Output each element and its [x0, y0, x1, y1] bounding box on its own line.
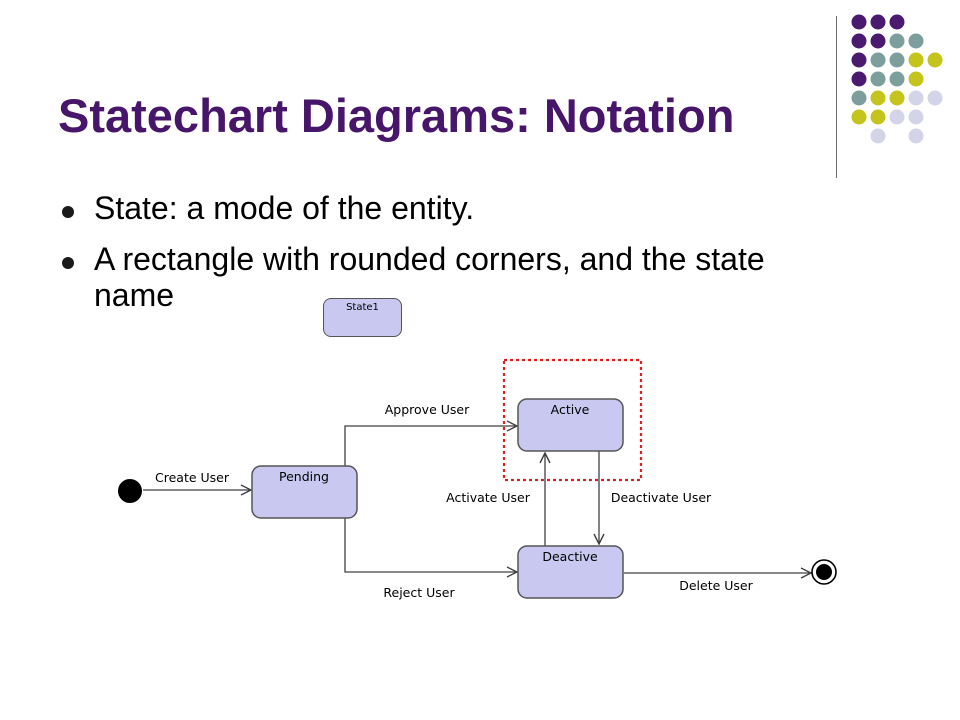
- decorative-dot-icon: [870, 52, 886, 68]
- transition-create-label: Create User: [155, 470, 230, 485]
- decorative-dot-icon: [908, 128, 924, 144]
- decorative-dot-icon: [870, 71, 886, 87]
- header-divider: [836, 16, 837, 178]
- slide-title: Statechart Diagrams: Notation: [58, 89, 735, 142]
- decorative-dot-icon: [908, 109, 924, 125]
- state-pending-label: Pending: [279, 469, 329, 484]
- transition-delete-label: Delete User: [679, 578, 753, 593]
- decorative-dot-icon: [870, 33, 886, 49]
- decorative-dot-icon: [851, 90, 867, 106]
- decorative-dot-icon: [927, 90, 943, 106]
- decorative-dot-icon: [870, 128, 886, 144]
- decorative-dot-icon: [927, 52, 943, 68]
- bullet-dot-icon: [62, 257, 74, 269]
- decorative-dot-icon: [851, 14, 867, 30]
- transition-deactivate-label: Deactivate User: [611, 490, 712, 505]
- transition-approve-label: Approve User: [385, 402, 470, 417]
- bullet-item: State: a mode of the entity.: [62, 190, 842, 226]
- decorative-dot-icon: [908, 90, 924, 106]
- transition-reject-line: [344, 518, 517, 572]
- decorative-dot-icon: [889, 71, 905, 87]
- decorative-dot-grid: [851, 14, 943, 144]
- state-pending: Pending: [251, 465, 358, 519]
- state-deactive-label: Deactive: [542, 549, 598, 564]
- decorative-dot-icon: [870, 14, 886, 30]
- decorative-dot-icon: [908, 52, 924, 68]
- transition-approve-line: [344, 426, 517, 466]
- decorative-dot-icon: [889, 109, 905, 125]
- transition-reject-label: Reject User: [383, 585, 455, 600]
- decorative-dot-icon: [851, 33, 867, 49]
- state-active-label: Active: [551, 402, 590, 417]
- state-active: Active: [517, 398, 624, 452]
- decorative-dot-icon: [851, 109, 867, 125]
- bullet-dot-icon: [62, 206, 74, 218]
- sample-state-box: State1: [323, 298, 402, 337]
- bullet-item: A rectangle with rounded corners, and th…: [62, 241, 842, 313]
- final-state-icon: [811, 559, 837, 585]
- initial-state-icon: [118, 479, 142, 503]
- decorative-dot-icon: [851, 71, 867, 87]
- decorative-dot-icon: [889, 90, 905, 106]
- highlight-box: [502, 358, 643, 482]
- transition-activate-label: Activate User: [446, 490, 531, 505]
- decorative-dot-icon: [870, 109, 886, 125]
- bullet-text: A rectangle with rounded corners, and th…: [94, 241, 765, 313]
- decorative-dot-icon: [908, 71, 924, 87]
- bullet-list: State: a mode of the entity. A rectangle…: [62, 190, 842, 313]
- decorative-dot-icon: [889, 33, 905, 49]
- decorative-dot-icon: [870, 90, 886, 106]
- decorative-dot-icon: [908, 33, 924, 49]
- decorative-dot-icon: [851, 52, 867, 68]
- state-deactive: Deactive: [517, 545, 624, 599]
- decorative-dot-icon: [889, 14, 905, 30]
- decorative-dot-icon: [889, 52, 905, 68]
- sample-state-label: State1: [346, 302, 379, 313]
- bullet-text: State: a mode of the entity.: [94, 190, 475, 226]
